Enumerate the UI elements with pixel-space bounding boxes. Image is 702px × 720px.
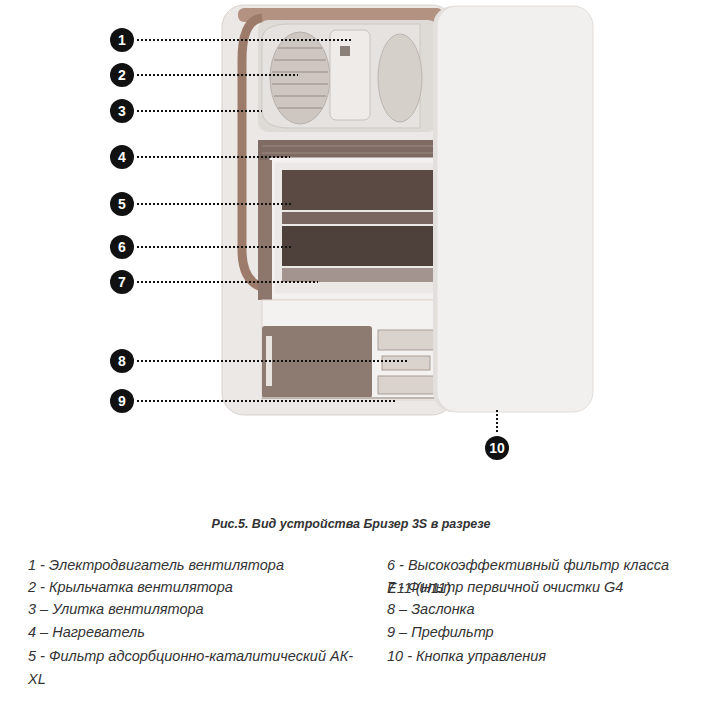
legend-item: 7 - Фильтр первичной очистки G4 <box>387 576 687 599</box>
legend-item: 2 - Крыльчатка вентилятора <box>28 576 368 599</box>
fan-motor <box>330 30 370 120</box>
cut-edge <box>238 8 443 22</box>
filter-frame <box>272 160 438 296</box>
fan-impeller <box>270 32 330 124</box>
filter-frame <box>258 160 272 300</box>
legend-item: 9 – Префильтр <box>387 621 687 644</box>
callout-number: 4 <box>110 145 134 169</box>
filter-g4 <box>282 268 437 282</box>
callout-number: 6 <box>110 235 134 259</box>
callout-number: 3 <box>110 99 134 123</box>
figure-caption: Рис.5. Вид устройства Бризер 3S в разрез… <box>212 517 491 531</box>
callout-number: 7 <box>110 270 134 294</box>
filter-e11 <box>282 226 437 266</box>
impeller-blades <box>272 48 328 108</box>
callout-number: 8 <box>110 349 134 373</box>
legend-item: 10 - Кнопка управления <box>387 645 687 668</box>
motor-part <box>340 46 350 56</box>
legend-item: 4 – Нагреватель <box>28 621 368 644</box>
callout-number: 5 <box>110 192 134 216</box>
fan-impeller <box>378 34 422 122</box>
callout-number: 2 <box>110 63 134 87</box>
legend-item: 5 - Фильтр адсорбционно-каталитический А… <box>28 645 358 691</box>
front-panel <box>437 6 593 412</box>
prefilter <box>262 397 442 399</box>
panel-shadow <box>433 6 593 412</box>
legend-item: 8 – Заслонка <box>387 598 687 621</box>
housing-body <box>222 5 454 415</box>
legend-item: 1 - Электродвигатель вентилятора <box>28 554 368 577</box>
filter-layer <box>282 212 437 224</box>
leader-lines <box>137 40 497 432</box>
filter-ak <box>282 170 437 210</box>
callout-number: 9 <box>110 389 134 413</box>
heater-grill <box>262 146 436 153</box>
bottom-compartment <box>262 300 442 400</box>
callout-number: 10 <box>485 436 509 460</box>
legend-item: 3 – Улитка вентилятора <box>28 598 368 621</box>
callout-number: 1 <box>110 28 134 52</box>
